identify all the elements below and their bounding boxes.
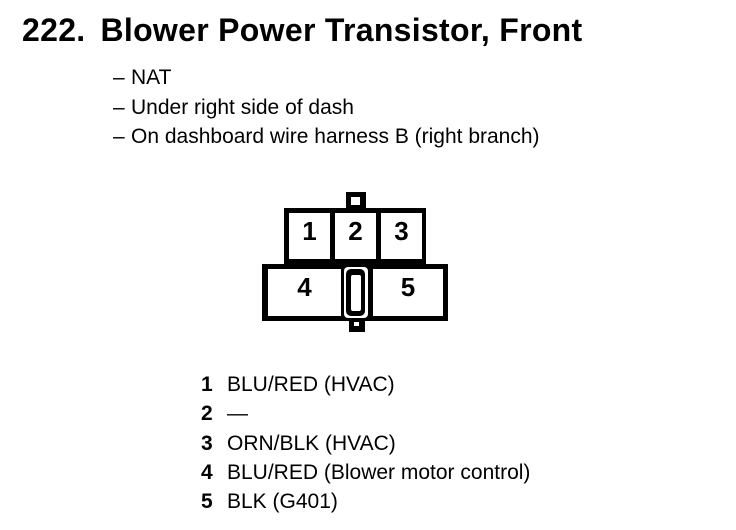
pinout-row: 5 BLK (G401) [201, 487, 530, 516]
lock-tab-hole [351, 197, 360, 205]
note-line: –NAT [113, 63, 540, 93]
section-number: 222. [22, 12, 86, 48]
connector-top-lock-tab [346, 192, 366, 208]
cavity-3-label: 3 [394, 215, 409, 246]
dash-bullet: – [113, 125, 125, 148]
cavity-5: 5 [373, 269, 443, 316]
cavity-1-label: 1 [302, 215, 317, 246]
pin-wire: BLU/RED (HVAC) [227, 373, 395, 396]
dash-bullet: – [113, 66, 125, 89]
center-key-slot [344, 267, 368, 318]
pinout-row: 2 — [201, 399, 530, 428]
note-text: Under right side of dash [131, 95, 354, 119]
pin-wire: ORN/BLK (HVAC) [227, 431, 396, 455]
pin-wire: BLU/RED (Blower motor control) [227, 460, 531, 484]
location-notes: –NAT –Under right side of dash –On dashb… [113, 63, 540, 152]
cavity-5-label: 5 [400, 272, 416, 302]
dash-bullet: – [113, 95, 125, 119]
note-line: –On dashboard wire harness B (right bran… [113, 122, 540, 152]
connector-lower-row: 4 5 [262, 264, 448, 321]
pinout-row: 1 BLU/RED (HVAC) [201, 370, 530, 399]
bottom-tab-notch [354, 322, 359, 326]
pin-wire: BLK (G401) [227, 490, 338, 514]
pin-number: 4 [201, 460, 213, 484]
cavity-1: 1 [289, 213, 330, 259]
connector-upper-row: 1 2 3 [284, 208, 426, 265]
section-name: Blower Power Transistor, Front [100, 12, 583, 48]
pinout-row: 3 ORN/BLK (HVAC) [201, 429, 530, 458]
note-text: NAT [131, 66, 172, 89]
pinout-row: 4 BLU/RED (Blower motor control) [201, 458, 530, 487]
pin-number: 5 [201, 490, 213, 514]
section-title: 222. Blower Power Transistor, Front [22, 14, 582, 46]
cavity-4: 4 [268, 269, 341, 316]
cavity-2: 2 [335, 213, 376, 259]
pin-wire: — [227, 402, 248, 426]
cavity-2-label: 2 [348, 215, 363, 246]
note-line: –Under right side of dash [113, 93, 540, 123]
key-slot-opening [350, 275, 361, 311]
cavity-4-label: 4 [297, 272, 312, 302]
key-slot-outline [346, 269, 365, 316]
pin-number: 3 [201, 431, 213, 455]
cavity-3: 3 [381, 213, 422, 259]
pin-number: 1 [201, 373, 213, 396]
pinout-list: 1 BLU/RED (HVAC) 2 — 3 ORN/BLK (HVAC) 4 … [201, 370, 530, 516]
connector-bottom-tab [349, 321, 365, 332]
pin-number: 2 [201, 402, 213, 426]
note-text: On dashboard wire harness B (right branc… [131, 125, 540, 148]
